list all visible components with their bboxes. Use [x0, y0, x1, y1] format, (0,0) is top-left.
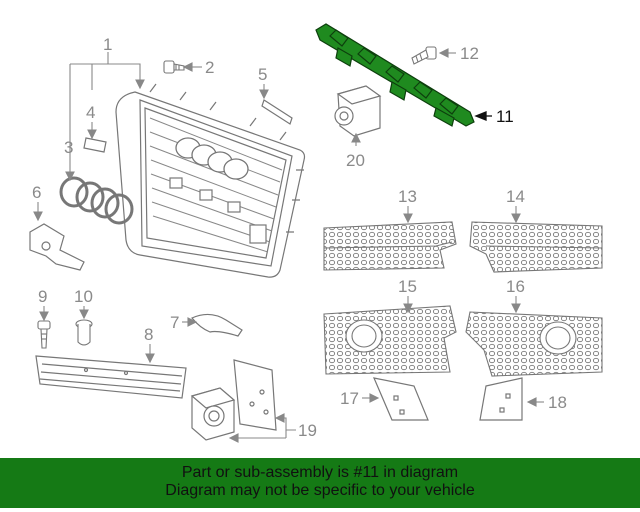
- callout-12: 12: [460, 44, 479, 63]
- callout-8: 8: [144, 325, 153, 344]
- callout-19: 19: [298, 421, 317, 440]
- sensor-part-19: [190, 359, 277, 441]
- lower-grille-part-8: [35, 355, 187, 399]
- fog-grille-part-16: [465, 311, 603, 377]
- callout-7: 7: [170, 313, 179, 332]
- rings-emblem-part-3: [59, 176, 134, 225]
- clip-part-7: [191, 313, 243, 337]
- callout-11: 11: [496, 107, 514, 126]
- banner-line-disclaimer: Diagram may not be specific to your vehi…: [165, 482, 475, 499]
- fog-grille-part-15: [323, 305, 457, 375]
- banner-line-part: Part or sub-assembly is #11 in diagram: [181, 464, 459, 481]
- reinforcement-part-11: [315, 23, 475, 127]
- screw-part-2: [163, 60, 185, 74]
- callout-20: 20: [346, 151, 365, 170]
- side-grille-part-14: [469, 221, 603, 273]
- callout-1: 1: [103, 35, 112, 54]
- camera-part-20: [334, 85, 382, 137]
- leader-line-11: [474, 111, 492, 121]
- fastener-part-10: [75, 319, 93, 346]
- badge-part-4: [83, 137, 107, 153]
- callout-17: 17: [340, 389, 359, 408]
- callout-16: 16: [506, 277, 525, 296]
- fastener-part-9: [37, 320, 51, 349]
- callout-2: 2: [205, 58, 214, 77]
- bracket-part-6: [29, 223, 85, 271]
- grille-part-1: [115, 83, 306, 278]
- callout-10: 10: [74, 287, 93, 306]
- parts-diagram: 1 2 3 4 5 6 7 8 9 10 11 12 13 14 15 16 1…: [29, 23, 603, 443]
- cover-part-17: [372, 377, 429, 421]
- callout-4: 4: [86, 103, 95, 122]
- callout-14: 14: [506, 187, 525, 206]
- callout-3: 3: [64, 138, 73, 157]
- info-banner: Part or sub-assembly is #11 in diagram D…: [0, 458, 640, 508]
- callout-18: 18: [548, 393, 567, 412]
- bolt-part-12: [411, 46, 437, 65]
- callout-15: 15: [398, 277, 417, 296]
- side-grille-part-13: [323, 221, 457, 271]
- leader-lines: [33, 48, 544, 443]
- callout-5: 5: [258, 65, 267, 84]
- cover-part-18: [479, 377, 523, 421]
- trim-part-5: [261, 99, 293, 125]
- callout-13: 13: [398, 187, 417, 206]
- callout-6: 6: [32, 183, 41, 202]
- callout-9: 9: [38, 287, 47, 306]
